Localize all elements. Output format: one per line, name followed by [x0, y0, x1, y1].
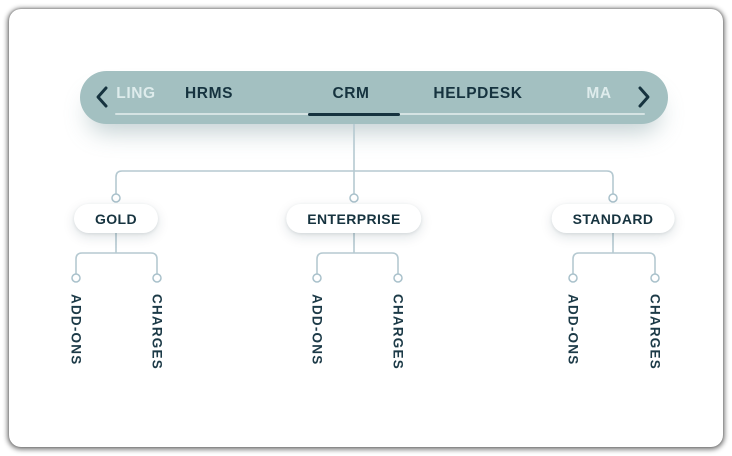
- tab-hrms[interactable]: HRMS: [185, 71, 233, 117]
- tab-bar: LING HRMS CRM HELPDESK MA: [80, 71, 668, 124]
- plan-label: ENTERPRISE: [307, 210, 401, 227]
- chevron-right-button[interactable]: [635, 85, 653, 109]
- tab-label: CRM: [332, 85, 370, 102]
- plan-node-standard[interactable]: STANDARD: [551, 204, 675, 233]
- active-tab-underline: [308, 112, 400, 116]
- plan-node-enterprise[interactable]: ENTERPRISE: [286, 204, 422, 233]
- leaf-enterprise-charges: CHARGES: [390, 294, 406, 370]
- tab-helpdesk[interactable]: HELPDESK: [433, 71, 522, 117]
- tab-marketing-partial[interactable]: MA: [586, 71, 611, 117]
- tab-label: HRMS: [184, 85, 234, 102]
- tab-billing-partial[interactable]: LING: [116, 71, 155, 117]
- leaf-standard-charges: CHARGES: [647, 294, 663, 370]
- leaf-gold-addons: ADD-ONS: [68, 294, 84, 366]
- leaf-enterprise-addons: ADD-ONS: [309, 294, 325, 366]
- plan-node-gold[interactable]: GOLD: [73, 204, 159, 233]
- tab-crm-active[interactable]: CRM: [332, 71, 369, 117]
- tab-label: HELPDESK: [433, 85, 523, 102]
- tab-label: LING: [116, 85, 156, 102]
- leaf-standard-addons: ADD-ONS: [565, 294, 581, 366]
- leaf-gold-charges: CHARGES: [149, 294, 165, 370]
- chevron-left-button[interactable]: [93, 85, 111, 109]
- tab-label: MA: [586, 85, 612, 102]
- plan-label: GOLD: [94, 210, 138, 227]
- diagram-card: LING HRMS CRM HELPDESK MA: [9, 9, 723, 447]
- plan-label: STANDARD: [572, 210, 654, 227]
- chevron-right-icon: [638, 86, 650, 108]
- chevron-left-icon: [96, 86, 108, 108]
